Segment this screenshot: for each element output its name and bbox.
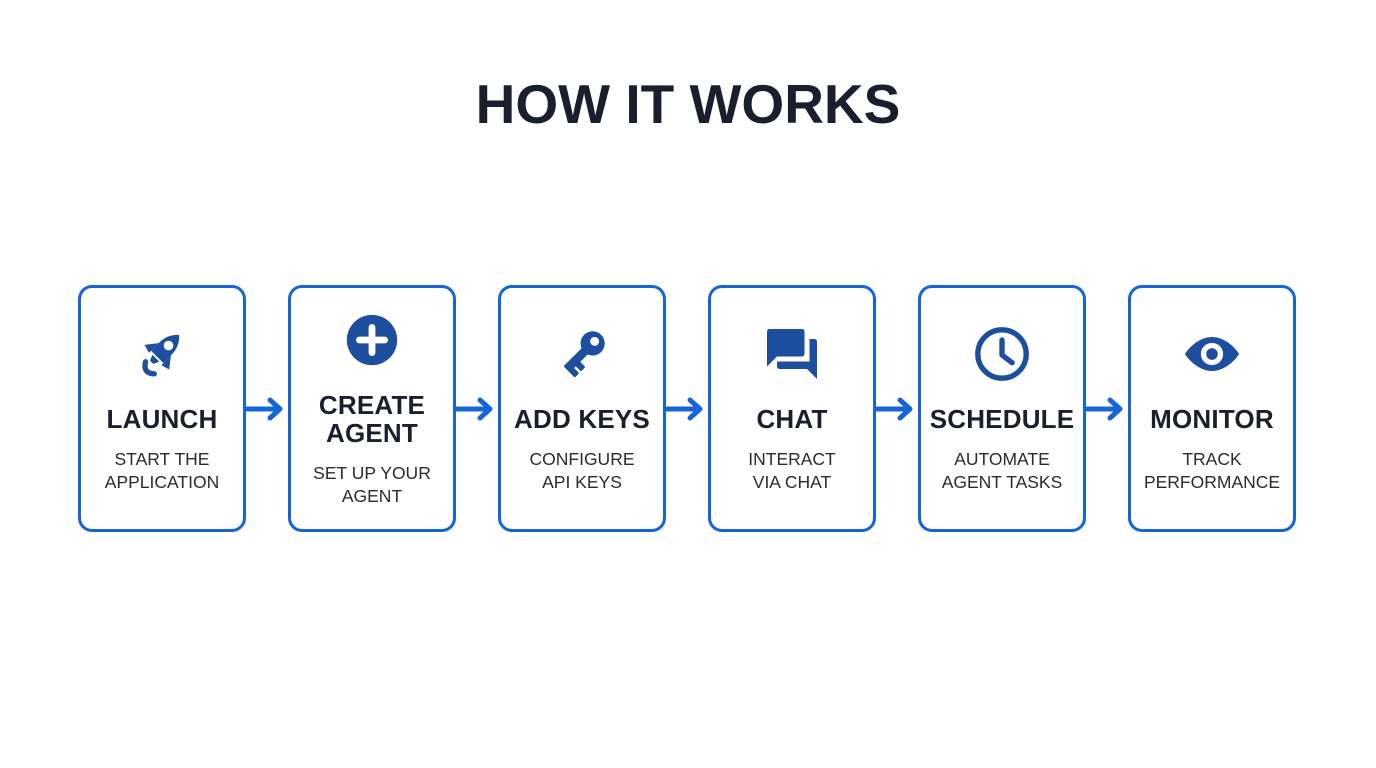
flow-arrow-icon (666, 394, 708, 424)
flow-arrow-icon (246, 394, 288, 424)
step-description: TRACK PERFORMANCE (1143, 449, 1281, 493)
step-card-monitor: MONITOR TRACK PERFORMANCE (1128, 285, 1296, 532)
step-description: START THE APPLICATION (104, 449, 220, 493)
flow-arrow-icon (1086, 394, 1128, 424)
step-title: LAUNCH (106, 404, 218, 435)
step-card-add-keys: ADD KEYS CONFIGURE API KEYS (498, 285, 666, 532)
step-card-chat: CHAT INTERACT VIA CHAT (708, 285, 876, 532)
plus-circle-icon (341, 309, 403, 371)
rocket-icon (131, 323, 193, 385)
step-description: SET UP YOUR AGENT (313, 463, 431, 507)
step-description: INTERACT VIA CHAT (748, 449, 836, 493)
eye-icon (1179, 323, 1245, 385)
step-card-schedule: SCHEDULE AUTOMATE AGENT TASKS (918, 285, 1086, 532)
step-description: CONFIGURE API KEYS (529, 449, 635, 493)
step-title: SCHEDULE (929, 404, 1075, 435)
step-description: AUTOMATE AGENT TASKS (941, 449, 1063, 493)
flow-arrow-icon (876, 394, 918, 424)
step-title: MONITOR (1150, 404, 1274, 435)
page-title: HOW IT WORKS (475, 73, 901, 135)
step-title: CHAT (756, 404, 828, 435)
flow-arrow-icon (456, 394, 498, 424)
step-card-create-agent: CREATE AGENT SET UP YOUR AGENT (288, 285, 456, 532)
clock-icon (971, 323, 1033, 385)
step-title: CREATE AGENT (318, 390, 426, 449)
chat-bubbles-icon (762, 323, 822, 385)
process-flow: LAUNCH START THE APPLICATION CREATE AGEN… (78, 285, 1296, 532)
step-title: ADD KEYS (514, 404, 650, 435)
key-icon (551, 323, 613, 385)
step-card-launch: LAUNCH START THE APPLICATION (78, 285, 246, 532)
